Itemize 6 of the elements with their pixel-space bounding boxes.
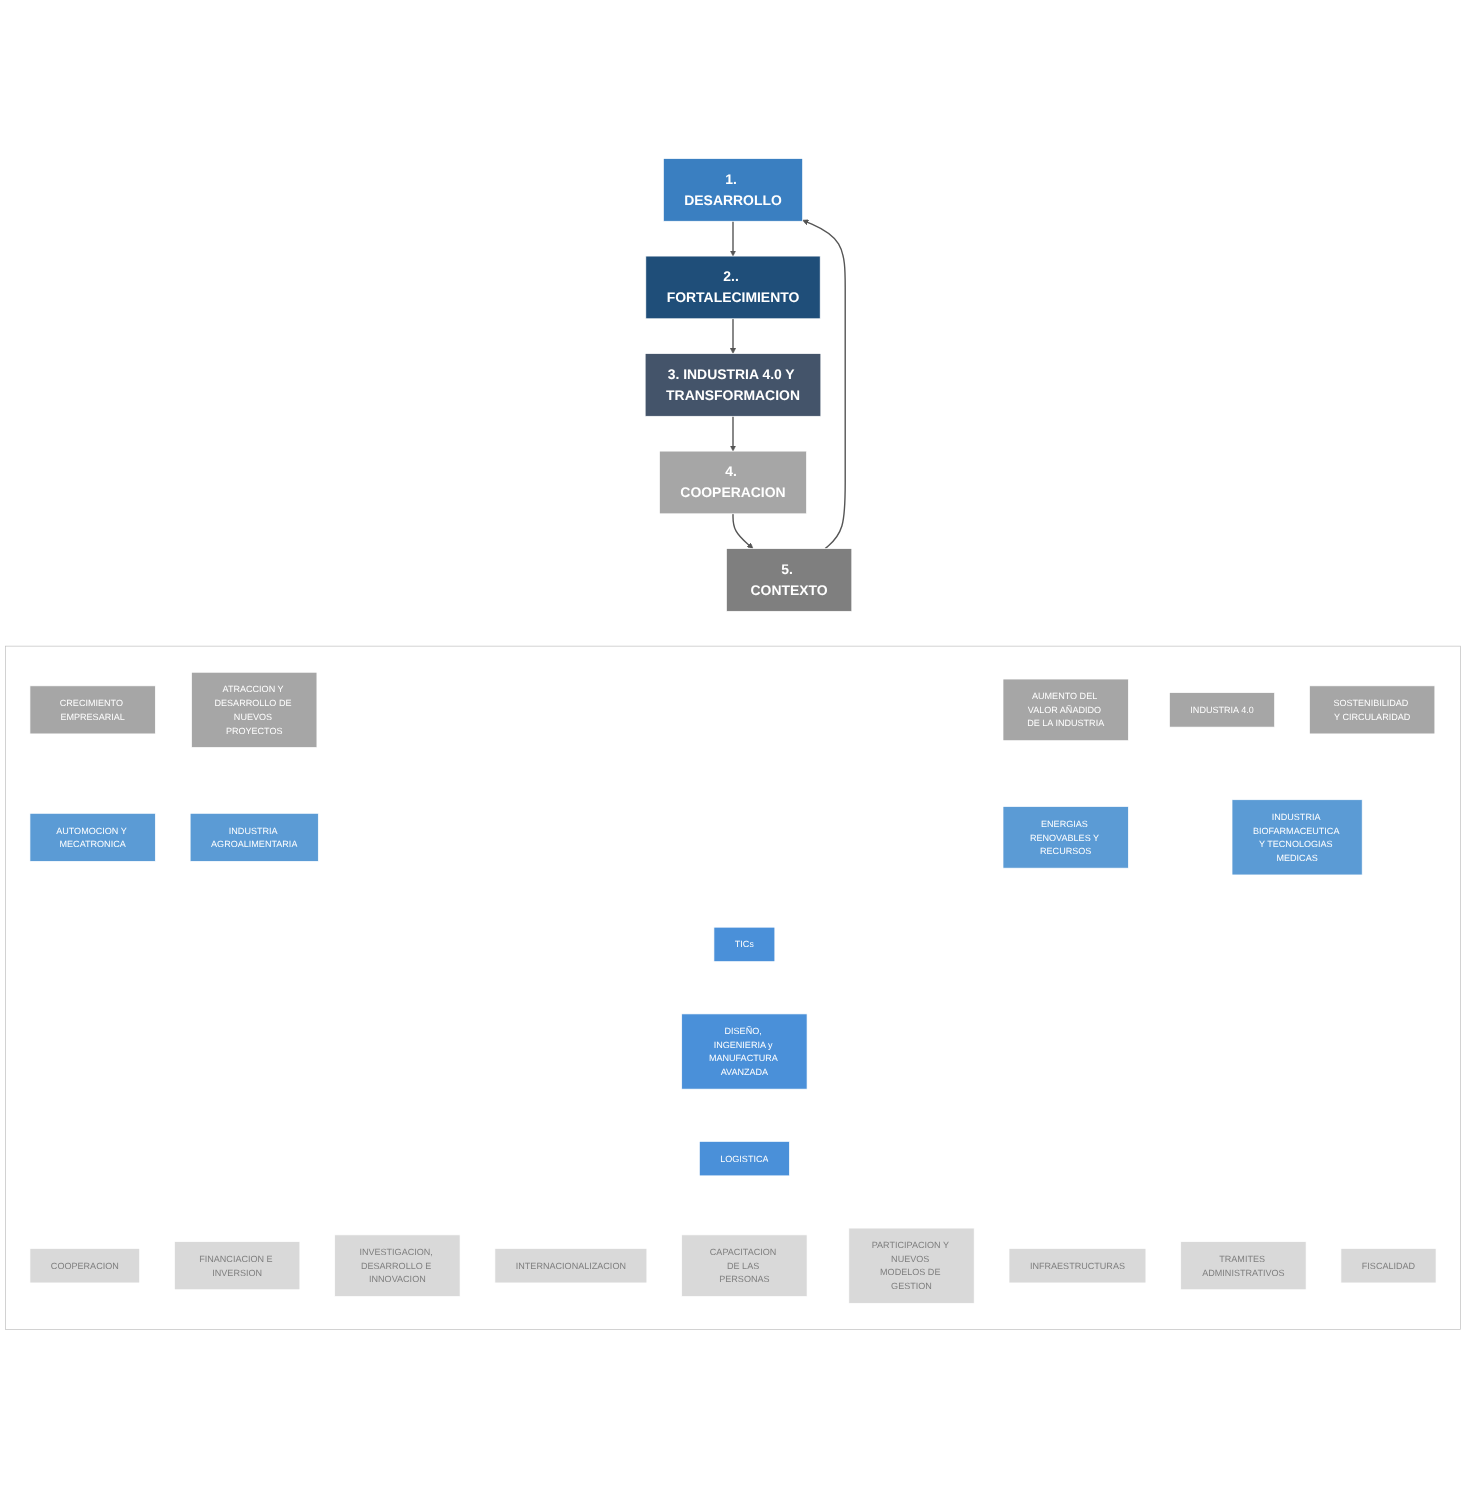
- arrow: [729, 415, 737, 452]
- arrow: [802, 219, 846, 550]
- arrow: [732, 513, 754, 549]
- arrow: [729, 318, 737, 354]
- cluster: [5, 645, 1461, 1330]
- arrow: [729, 220, 737, 257]
